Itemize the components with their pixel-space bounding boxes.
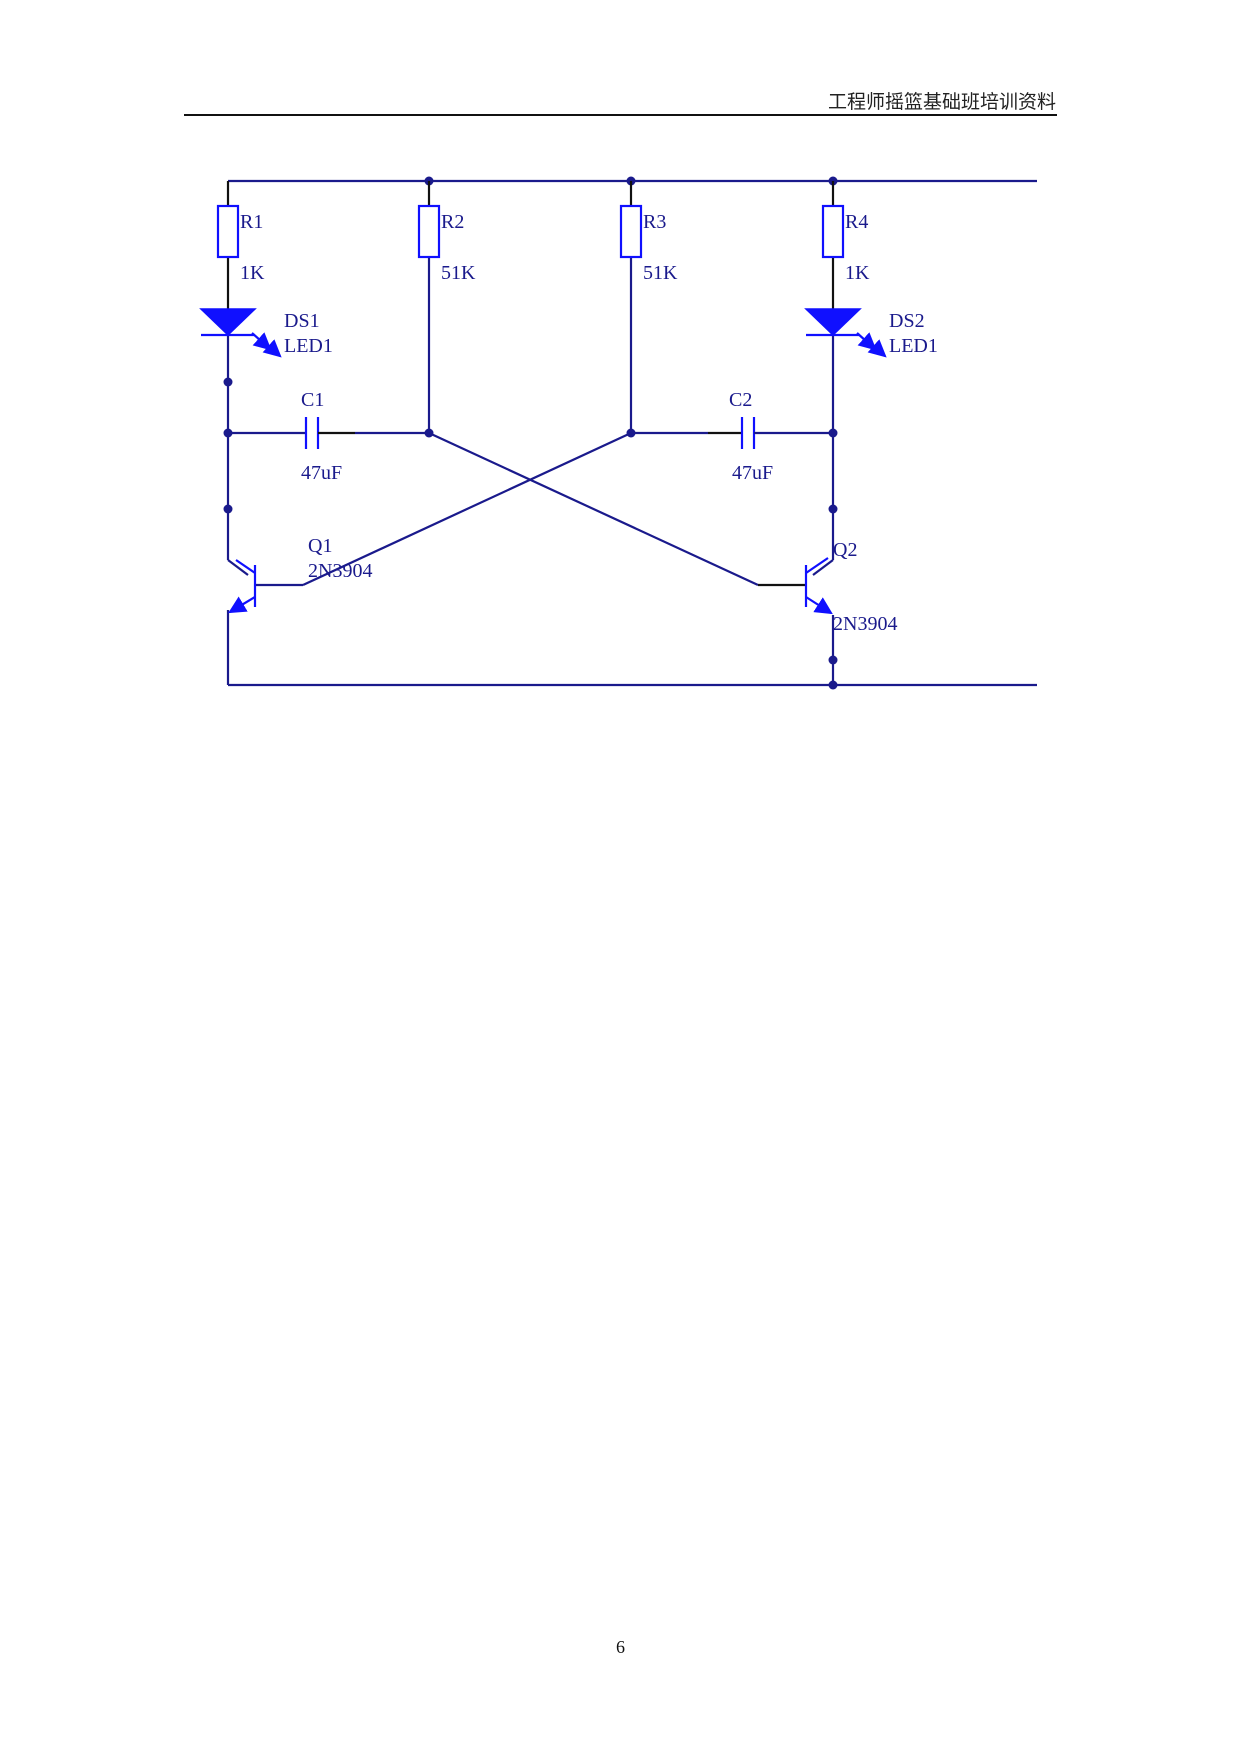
- resistor-r4: R4 1K: [821, 204, 870, 284]
- r3-ref-label: R3: [643, 211, 666, 233]
- q1-value-label: 2N3904: [308, 560, 372, 582]
- q2-ref-label: Q2: [833, 539, 857, 561]
- ds1-value-label: LED1: [284, 335, 333, 357]
- r4-ref-label: R4: [845, 211, 868, 233]
- header-title: 工程师摇篮基础班培训资料: [827, 92, 1056, 113]
- header-divider: [184, 114, 1057, 116]
- resistor-r3: R3 51K: [619, 204, 678, 284]
- c1-value-label: 47uF: [301, 462, 342, 484]
- ds2-ref-label: DS2: [889, 310, 925, 332]
- capacitor-c1: C1 47uF: [228, 389, 429, 484]
- transistor-q2: Q2 2N3904: [758, 539, 897, 635]
- left-branch-wires: [226, 181, 249, 685]
- ds2-value-label: LED1: [889, 335, 938, 357]
- ds1-ref-label: DS1: [284, 310, 320, 332]
- r1-ref-label: R1: [240, 211, 263, 233]
- led-ds1: DS1 LED1: [199, 308, 333, 358]
- c2-ref-label: C2: [729, 389, 752, 411]
- right-branch-wires: [812, 181, 835, 685]
- led-ds2: DS2 LED1: [804, 308, 938, 358]
- page-number: 6: [616, 1637, 625, 1657]
- r4-value-label: 1K: [845, 262, 870, 284]
- q2-value-label: 2N3904: [833, 613, 897, 635]
- resistor-r1: R1 1K: [216, 204, 265, 284]
- cross-coupling-wires: [302, 432, 759, 586]
- r1-value-label: 1K: [240, 262, 265, 284]
- r3-value-label: 51K: [643, 262, 678, 284]
- junction-dots: [223, 176, 838, 690]
- r2-ref-label: R2: [441, 211, 464, 233]
- transistor-q1: Q1 2N3904: [228, 535, 372, 614]
- c2-value-label: 47uF: [732, 462, 773, 484]
- c1-ref-label: C1: [301, 389, 324, 411]
- r2-value-label: 51K: [441, 262, 476, 284]
- resistor-r2: R2 51K: [417, 204, 476, 284]
- capacitor-c2: C2 47uF: [631, 389, 833, 484]
- q1-ref-label: Q1: [308, 535, 332, 557]
